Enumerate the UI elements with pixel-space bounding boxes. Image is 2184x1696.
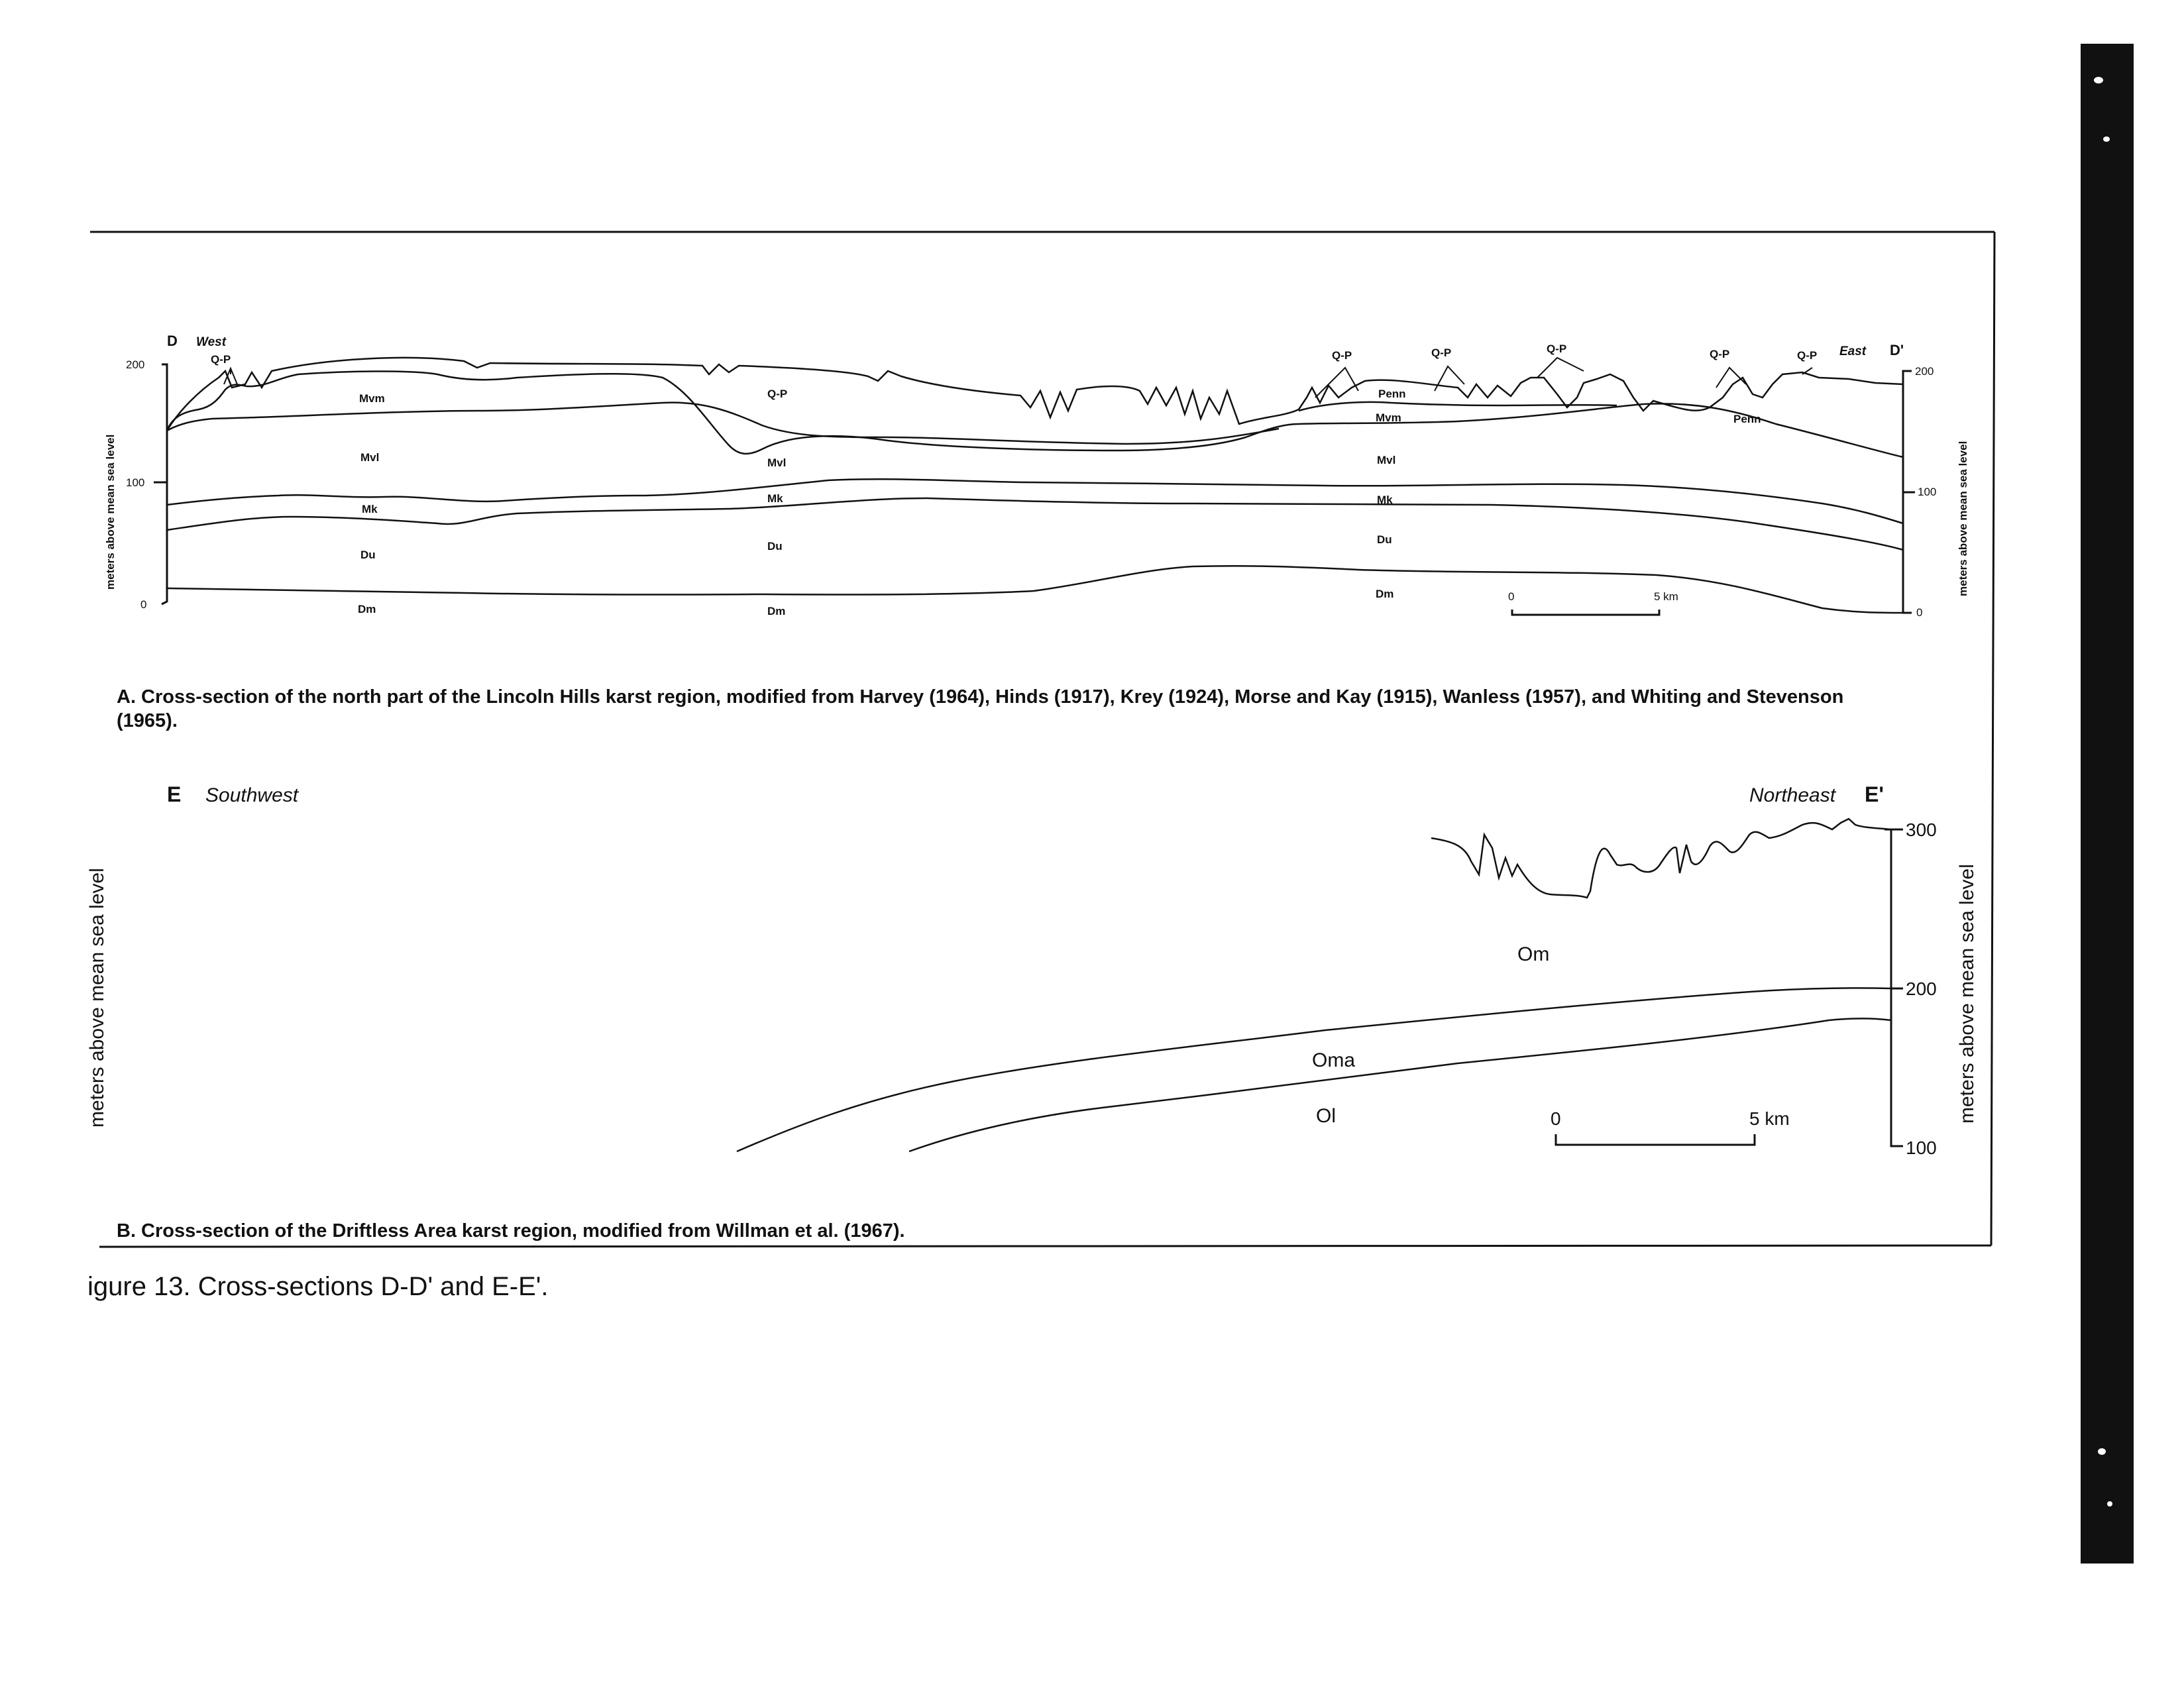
panel-b: E Southwest Northeast E' 300 200 100 met… — [86, 782, 1978, 1158]
panel-a-unit-penn-2: Penn — [1733, 413, 1761, 425]
panel-a-unit-du-1: Du — [360, 549, 376, 561]
panel-a-unit-mk-3: Mk — [1377, 494, 1393, 506]
panel-a-unit-qp-2: Q-P — [767, 388, 787, 400]
panel-a-left-tick-100: 100 — [126, 476, 144, 489]
panel-a-unit-qp-6: Q-P — [1710, 348, 1729, 360]
panel-a-unit-qp-3: Q-P — [1332, 349, 1352, 362]
panel-a-unit-mvm-west: Mvm — [359, 392, 385, 405]
panel-a-caption: A. Cross-section of the north part of th… — [117, 686, 1844, 731]
panel-a-y-axis-label-right: meters above mean sea level — [1957, 441, 1969, 596]
panel-a-end-right: D' — [1890, 342, 1904, 358]
scanned-edge-strip — [2081, 44, 2134, 1564]
panel-a-direction-right: East — [1839, 344, 1867, 358]
panel-a-unit-du-3: Du — [1377, 533, 1392, 546]
panel-a-end-left: D — [167, 333, 178, 349]
panel-a-axes — [154, 363, 1915, 614]
panel-a-unit-penn-1: Penn — [1378, 388, 1406, 400]
panel-a-unit-dm-2: Dm — [767, 605, 785, 617]
edge-speck — [2103, 136, 2110, 142]
panel-a-unit-qp-4: Q-P — [1431, 346, 1451, 359]
panel-b-scale-bar: 0 5 km — [1551, 1108, 1790, 1146]
edge-speck — [2098, 1448, 2106, 1455]
panel-b-labels: E Southwest Northeast E' 300 200 100 met… — [86, 782, 1978, 1158]
panel-a-left-tick-200: 200 — [126, 358, 144, 371]
panel-b-caption: B. Cross-section of the Driftless Area k… — [117, 1220, 905, 1242]
panel-b-unit-om: Om — [1517, 943, 1549, 965]
panel-b-y-axis-label-right: meters above mean sea level — [1956, 864, 1978, 1124]
panel-b-horizons — [736, 818, 1892, 1153]
panel-b-unit-ol: Ol — [1316, 1105, 1336, 1127]
panel-a-qp-pointers — [223, 356, 1813, 398]
panel-a-unit-qp-5: Q-P — [1547, 343, 1566, 355]
panel-a-scale-start: 0 — [1508, 590, 1514, 603]
panel-a-right-tick-0: 0 — [1916, 606, 1922, 619]
panel-a-unit-mvl-2: Mvl — [767, 456, 786, 469]
edge-speck — [2094, 77, 2103, 83]
panel-b-direction-left: Southwest — [205, 784, 300, 806]
panel-a-scale-end: 5 km — [1654, 590, 1678, 603]
panel-a-y-axis-label-left: meters above mean sea level — [104, 435, 117, 590]
panel-a-unit-dm-3: Dm — [1376, 588, 1393, 600]
panel-a-labels: D West East D' 200 100 0 200 100 0 meter… — [104, 333, 1969, 619]
panel-b-y-axis-label-left: meters above mean sea level — [86, 868, 108, 1128]
panel-a-right-tick-100: 100 — [1918, 486, 1936, 498]
panel-a-scale-bar: 0 5 km — [1508, 590, 1678, 616]
panel-b-end-right: E' — [1865, 782, 1884, 806]
panel-a-unit-mvl-3: Mvl — [1377, 454, 1395, 466]
panel-a-unit-mk-1: Mk — [362, 503, 378, 515]
panel-b-right-tick-100: 100 — [1906, 1138, 1937, 1158]
panel-a-unit-mk-2: Mk — [767, 492, 783, 505]
panel-a-unit-mvm-east: Mvm — [1376, 411, 1401, 424]
panel-a-horizons — [166, 356, 1904, 614]
panel-a: D West East D' 200 100 0 200 100 0 meter… — [104, 333, 1969, 619]
panel-a-direction-left: West — [196, 335, 227, 349]
panel-a-unit-mvl-1: Mvl — [360, 451, 379, 464]
panel-b-scale-start: 0 — [1551, 1108, 1561, 1129]
edge-speck — [2107, 1501, 2112, 1507]
panel-b-right-tick-300: 300 — [1906, 820, 1937, 840]
panel-a-unit-du-2: Du — [767, 540, 783, 553]
panel-b-end-left: E — [167, 782, 181, 806]
panel-b-direction-right: Northeast — [1749, 784, 1837, 806]
panel-b-unit-oma: Oma — [1312, 1049, 1355, 1071]
figure-frame — [90, 231, 1996, 1248]
panel-a-left-tick-0: 0 — [140, 598, 146, 611]
panel-a-unit-qp-7: Q-P — [1797, 349, 1817, 362]
panel-b-right-tick-200: 200 — [1906, 979, 1937, 999]
figure-title: igure 13. Cross-sections D-D' and E-E'. — [87, 1272, 549, 1301]
panel-a-unit-qp-1: Q-P — [211, 353, 231, 366]
panel-a-right-tick-200: 200 — [1915, 365, 1934, 378]
panel-b-scale-end: 5 km — [1749, 1108, 1790, 1129]
panel-a-unit-dm-1: Dm — [358, 603, 376, 615]
